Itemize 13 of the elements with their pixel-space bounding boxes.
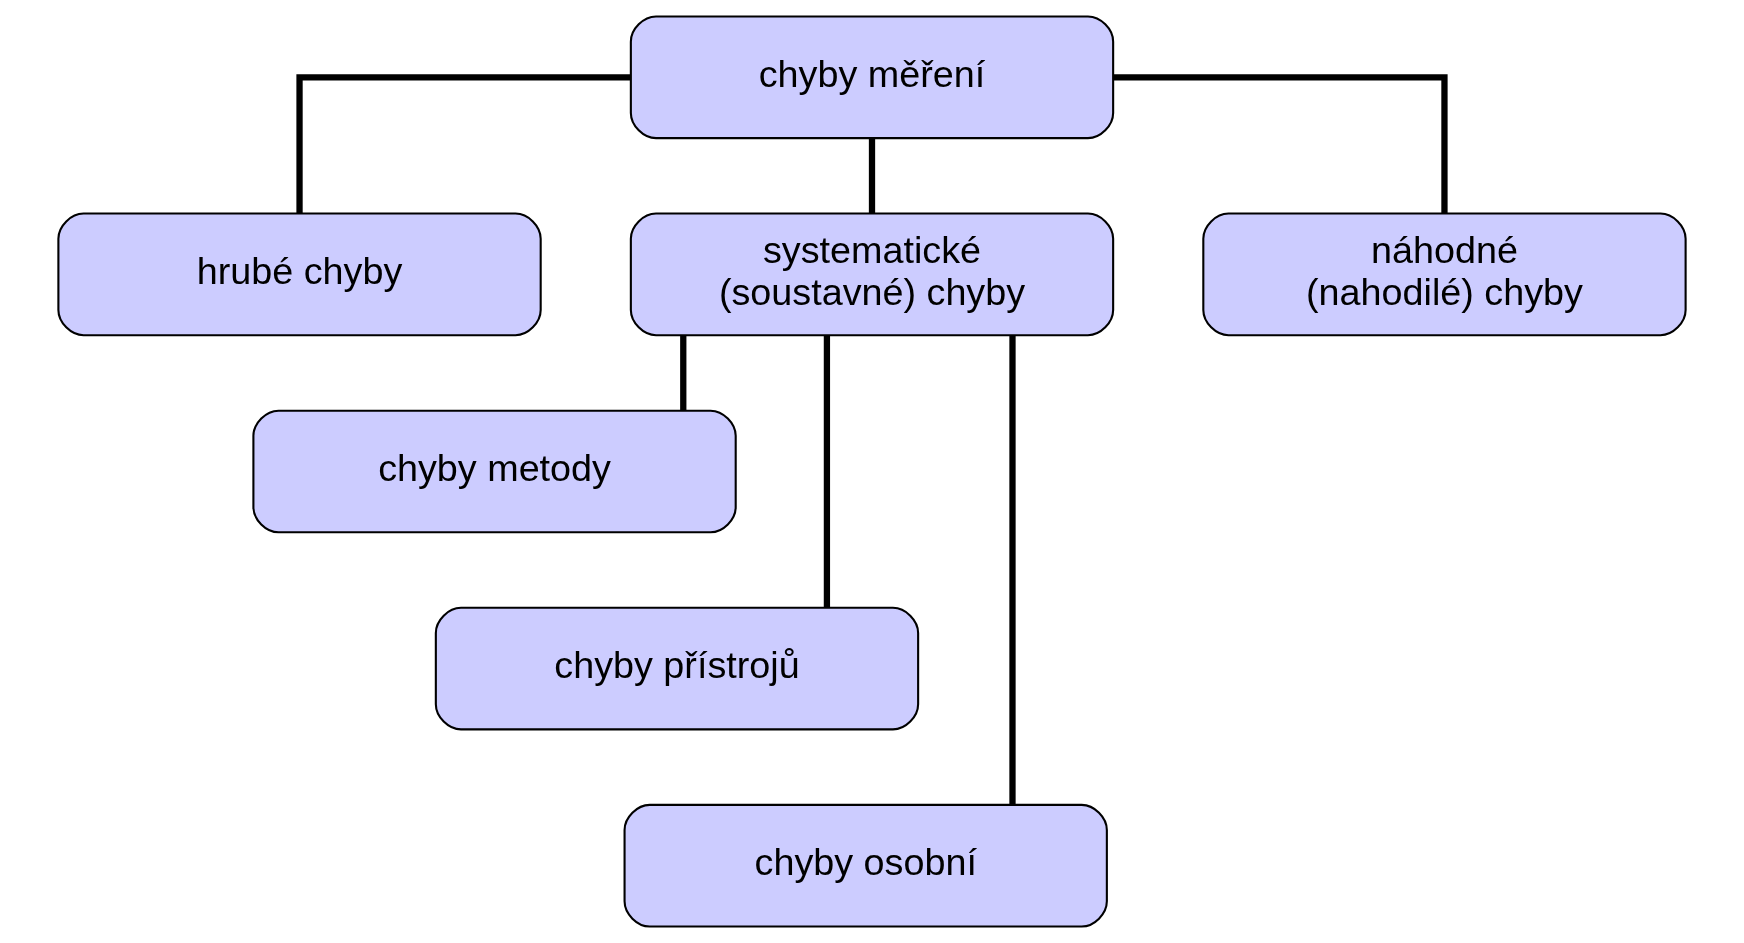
node-box: systematické (soustavné) chyby <box>629 212 1115 337</box>
connector <box>823 336 831 608</box>
connector <box>1009 335 1016 805</box>
node-box: hrubé chyby <box>57 212 542 337</box>
node-box: chyby měření <box>629 15 1115 140</box>
node-box: chyby metody <box>252 409 737 534</box>
node-box: náhodné (nahodilé) chyby <box>1202 212 1687 337</box>
node-box: chyby osobní <box>623 803 1108 928</box>
node-box: chyby přístrojů <box>434 606 920 731</box>
connector <box>1113 74 1448 214</box>
connector <box>296 74 631 214</box>
connector <box>680 335 687 411</box>
connector <box>868 138 876 214</box>
